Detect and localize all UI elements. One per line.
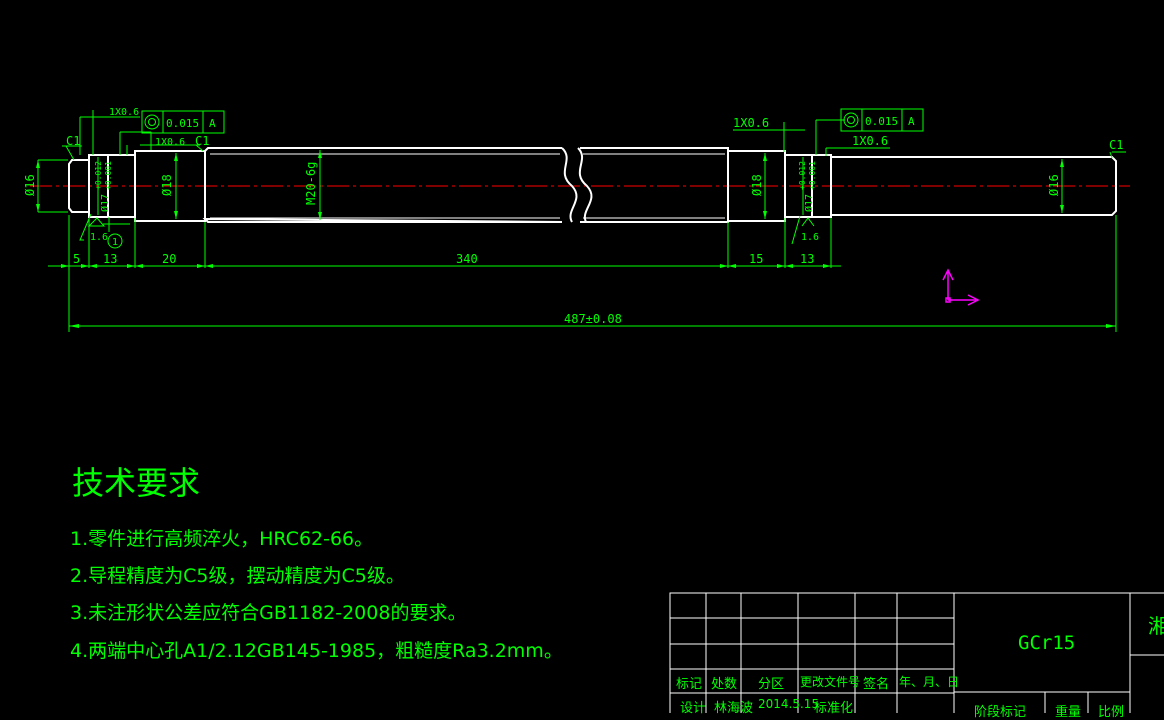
- tol-right-datum: A: [908, 115, 915, 128]
- datum-circle: [107, 233, 123, 249]
- thread-inner-lines: [210, 153, 725, 219]
- tb-company-partial: 湘: [1148, 614, 1164, 638]
- undercut-left: 1X0.6: [109, 107, 139, 118]
- dia-18-left: Ø18: [160, 174, 174, 196]
- tb-label-signature: 签名: [863, 677, 890, 692]
- dim-13a: 13: [103, 252, 117, 266]
- dia-18-right: Ø18: [750, 174, 764, 196]
- tb-scale: 比例: [1098, 705, 1125, 720]
- ucs-icon: [942, 268, 980, 306]
- requirement-item-3: 3.未注形状公差应符合GB1182-2008的要求。: [70, 602, 467, 624]
- chamfer-left: C1: [66, 134, 80, 148]
- shaft-outline: [68, 147, 1117, 223]
- tb-label-change-doc: 更改文件号: [800, 675, 861, 689]
- dia-17-right-tol-up: +0.012: [798, 161, 807, 190]
- requirement-item-2: 2.导程精度为C5级，摆动精度为C5级。: [70, 565, 405, 587]
- requirement-item-4: 4.两端中心孔A1/2.12GB145-1985，粗糙度Ra3.2mm。: [70, 640, 563, 662]
- dia-17-left-tol-up: +0.012: [94, 161, 103, 190]
- undercut-right: 1X0.6: [733, 116, 769, 130]
- tb-date: 2014.5.15: [758, 697, 820, 711]
- tol-right-value: 0.015: [865, 115, 898, 128]
- requirements-title: 技术要求: [72, 464, 201, 502]
- tb-label-date: 年、月、日: [899, 675, 960, 689]
- tb-design-label: 设计: [680, 701, 707, 716]
- tb-designer: 林海波: [714, 701, 754, 716]
- dimension-arrows: [36, 150, 1116, 328]
- dia-17-right: Ø17: [803, 194, 815, 212]
- dim-13b: 13: [800, 252, 814, 266]
- dimension-lines: [37, 110, 1126, 332]
- tb-standardize: 标准化: [814, 701, 854, 716]
- requirement-item-1: 1.零件进行高频淬火，HRC62-66。: [70, 528, 374, 550]
- roughness-symbol-right: [801, 217, 815, 227]
- dia-17-left-tol-lo: +0.001: [104, 161, 113, 190]
- tb-label-zone: 分区: [758, 677, 785, 692]
- dim-15: 15: [749, 252, 763, 266]
- dim-20: 20: [162, 252, 176, 266]
- chamfer-right: C1: [1109, 138, 1123, 152]
- roughness-symbol-left: [87, 217, 106, 227]
- tb-label-count: 处数: [711, 677, 738, 692]
- datum-circle-label: 1: [112, 237, 118, 248]
- dia-17-left: Ø17: [99, 194, 111, 212]
- dim-340: 340: [456, 252, 478, 266]
- dim-total: 487±0.08: [564, 312, 622, 326]
- undercut-left2: 1X0.6: [155, 137, 185, 148]
- undercut-right2: 1X0.6: [852, 134, 888, 148]
- tol-left-datum: A: [209, 117, 216, 130]
- tb-label-mark: 标记: [676, 677, 703, 692]
- tolerance-frame-right: [840, 108, 924, 132]
- material-label: GCr15: [1018, 632, 1076, 654]
- dia-17-right-tol-lo: +0.001: [808, 161, 817, 190]
- dim-5: 5: [73, 252, 80, 266]
- tb-weight: 重量: [1055, 705, 1082, 720]
- roughness-right: 1.6: [801, 232, 819, 243]
- roughness-left: 1.6: [90, 232, 108, 243]
- tb-stage-mark: 阶段标记: [974, 705, 1027, 720]
- dia-16-right: Ø16: [1047, 174, 1061, 196]
- chamfer-c1-mid: C1: [195, 134, 209, 148]
- tolerance-frame-left: [141, 110, 225, 134]
- thread-label: M20-6g: [304, 162, 318, 205]
- title-block-grid: [669, 592, 1164, 713]
- tol-left-value: 0.015: [166, 117, 199, 130]
- dia-16-left: Ø16: [23, 174, 37, 196]
